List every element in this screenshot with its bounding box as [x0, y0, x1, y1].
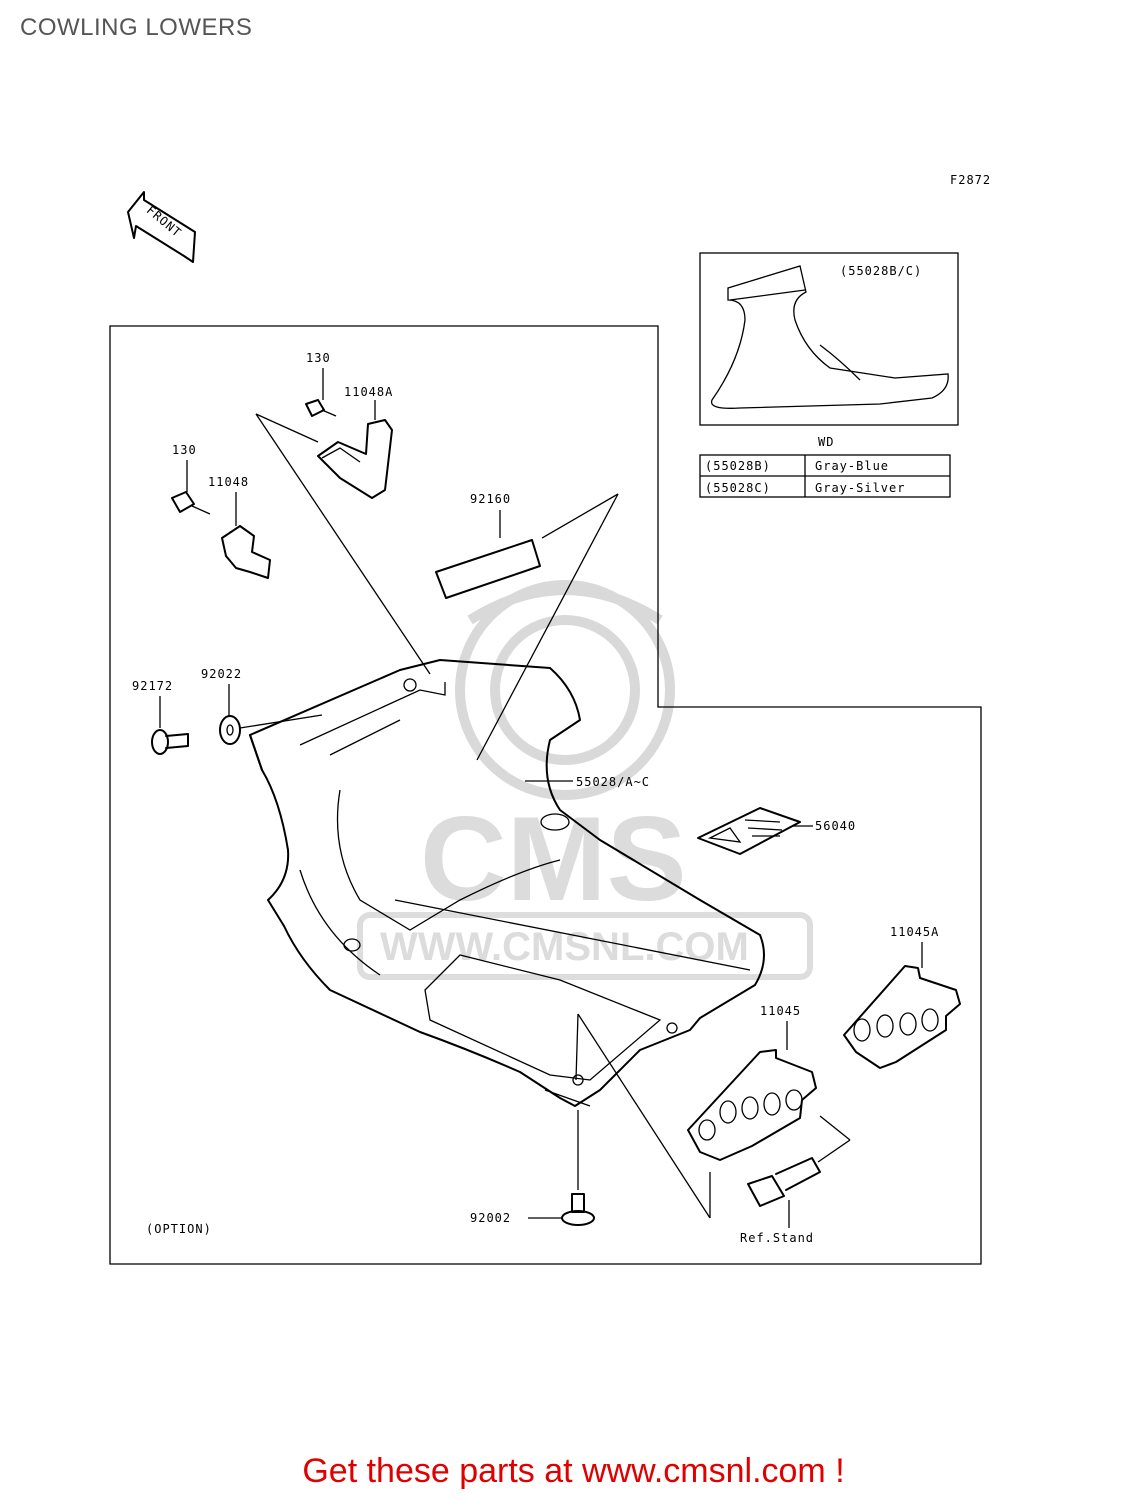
callout-92002: 92002 [470, 1211, 511, 1225]
callout-11048a: 11048A [344, 385, 393, 399]
callout-11045a: 11045A [890, 925, 939, 939]
callout-11045: 11045 [760, 1004, 801, 1018]
clip-11048 [221, 525, 271, 579]
option-frame [109, 325, 982, 1265]
inset-row-code: (55028B) [705, 459, 771, 473]
screw-92172 [151, 729, 189, 755]
screw-92002 [561, 1193, 595, 1226]
inset-row-color: Gray-Blue [815, 459, 889, 473]
ref-stand-bolt [747, 1157, 821, 1207]
bracket-11048a [317, 419, 393, 499]
inset-row-code: (55028C) [705, 481, 771, 495]
inset-table-header: WD [818, 435, 834, 449]
lower-cowl-55028 [249, 659, 765, 1107]
callout-56040: 56040 [815, 819, 856, 833]
label-56040 [697, 807, 801, 855]
callout-92172: 92172 [132, 679, 173, 693]
bolt-130-upper [305, 399, 337, 417]
inset-cowl-drawing [710, 265, 949, 409]
watermark-url: WWW.CMSNL.COM [380, 925, 749, 969]
bracket-11045 [687, 1049, 817, 1161]
callout-92022: 92022 [201, 667, 242, 681]
front-arrow-icon: FRONT [127, 191, 196, 263]
footer-promo-link[interactable]: Get these parts at www.cmsnl.com ! [302, 1452, 845, 1490]
callout-ref-stand: Ref.Stand [740, 1231, 814, 1245]
page-title: COWLING LOWERS [20, 14, 253, 41]
callout-55028: 55028/A~C [576, 775, 650, 789]
washer-92022 [219, 715, 241, 745]
callout-130-upper: 130 [306, 351, 331, 365]
bolt-130-lower [171, 491, 211, 515]
foam-92160 [435, 539, 541, 599]
option-label: (OPTION) [146, 1222, 212, 1236]
inset-part-ref: (55028B/C) [840, 264, 922, 278]
callout-130-lower: 130 [172, 443, 197, 457]
bracket-11045a [843, 965, 961, 1069]
inset-row-color: Gray-Silver [815, 481, 905, 495]
callout-11048: 11048 [208, 475, 249, 489]
callout-92160: 92160 [470, 492, 511, 506]
inset-box [699, 252, 959, 426]
watermark-brand: CMS [420, 792, 687, 926]
inset-table [699, 454, 951, 498]
watermark: CMS WWW.CMSNL.COM [357, 580, 813, 980]
figure-code: F2872 [950, 173, 991, 187]
